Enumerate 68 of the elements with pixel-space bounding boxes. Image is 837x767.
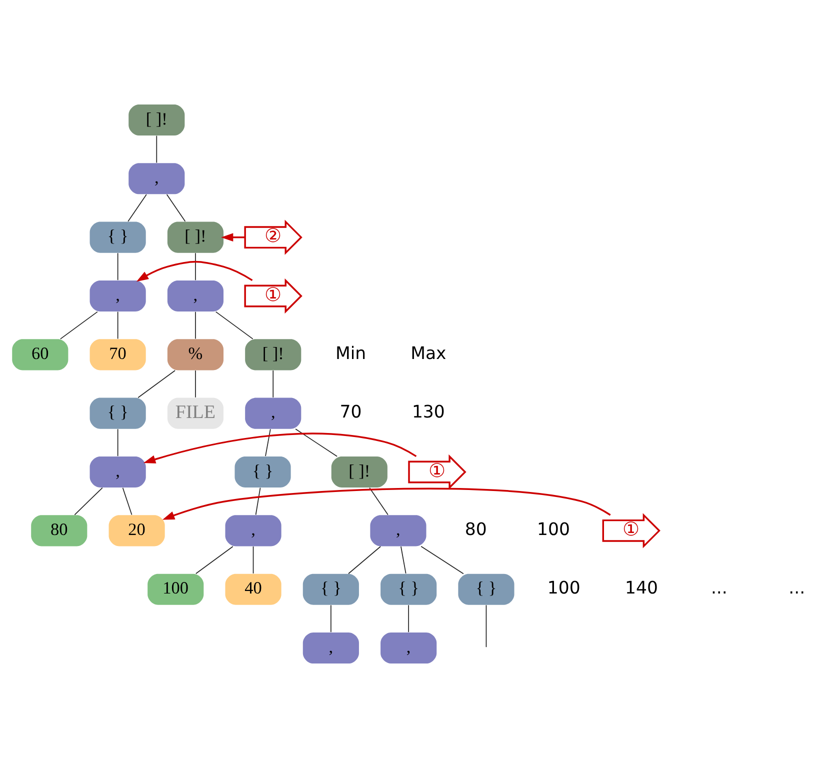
connector: [74, 486, 103, 515]
node-box: ,: [90, 280, 146, 312]
node-box: ,: [245, 397, 302, 428]
label: Max: [410, 343, 446, 364]
connector: [166, 194, 186, 222]
node-box: 60: [12, 338, 68, 370]
connector: [128, 194, 147, 222]
label: 140: [625, 578, 658, 598]
node-box: [ ]!: [167, 221, 224, 252]
connector: [272, 370, 274, 398]
label: 100: [537, 519, 570, 540]
connector: [117, 428, 118, 456]
arrow: [221, 232, 245, 242]
connector: [408, 604, 410, 632]
connector: [122, 486, 132, 515]
label: Min: [335, 343, 366, 364]
node-box: ,: [225, 514, 282, 546]
node-box: ,: [90, 456, 146, 488]
node-box: { }: [234, 456, 291, 488]
label: 80: [464, 519, 487, 540]
label: 70: [340, 402, 362, 422]
node-box: %: [167, 338, 224, 370]
label: ...: [788, 578, 806, 598]
connector: [369, 486, 388, 515]
label: 130: [412, 402, 445, 422]
connector: [117, 310, 118, 339]
connector: [138, 370, 176, 398]
connector: [156, 134, 158, 163]
node-box: ,: [302, 632, 359, 664]
node-box: ,: [128, 162, 185, 194]
connector: [117, 252, 118, 280]
label: ...: [710, 578, 728, 598]
connector: [195, 370, 196, 398]
connector: [195, 546, 234, 574]
node-box: FILE: [167, 397, 224, 428]
connector: [420, 545, 464, 574]
node-box: [ ]!: [245, 338, 302, 370]
node-box: 100: [148, 573, 204, 604]
connector: [195, 252, 196, 280]
arrow: [162, 487, 611, 520]
connector: [60, 310, 98, 339]
node-box: { }: [380, 573, 437, 604]
node-box: ,: [370, 514, 426, 546]
node-box: 40: [225, 573, 282, 604]
connector: [400, 546, 406, 574]
connector: [252, 546, 254, 574]
connector: [255, 486, 261, 515]
connector: [195, 310, 196, 339]
node-box: { }: [90, 397, 146, 428]
connector: [215, 310, 254, 339]
node-box: { }: [302, 573, 359, 604]
node-box: 80: [31, 514, 88, 546]
arrow: [143, 432, 417, 463]
node-box: [ ]!: [331, 456, 388, 488]
label: 100: [547, 578, 580, 598]
node-box: { }: [458, 573, 514, 604]
node-box: { }: [90, 221, 146, 252]
connector: [295, 428, 338, 456]
arrow: [136, 260, 253, 282]
node-box: [ ]!: [128, 104, 185, 135]
node-box: ,: [380, 632, 437, 664]
connector: [330, 604, 332, 632]
connector: [265, 428, 271, 456]
connector: [348, 546, 381, 574]
connector: [486, 604, 487, 648]
node-box: 20: [108, 514, 165, 546]
node-box: ,: [167, 280, 224, 312]
node-box: 70: [90, 338, 146, 370]
